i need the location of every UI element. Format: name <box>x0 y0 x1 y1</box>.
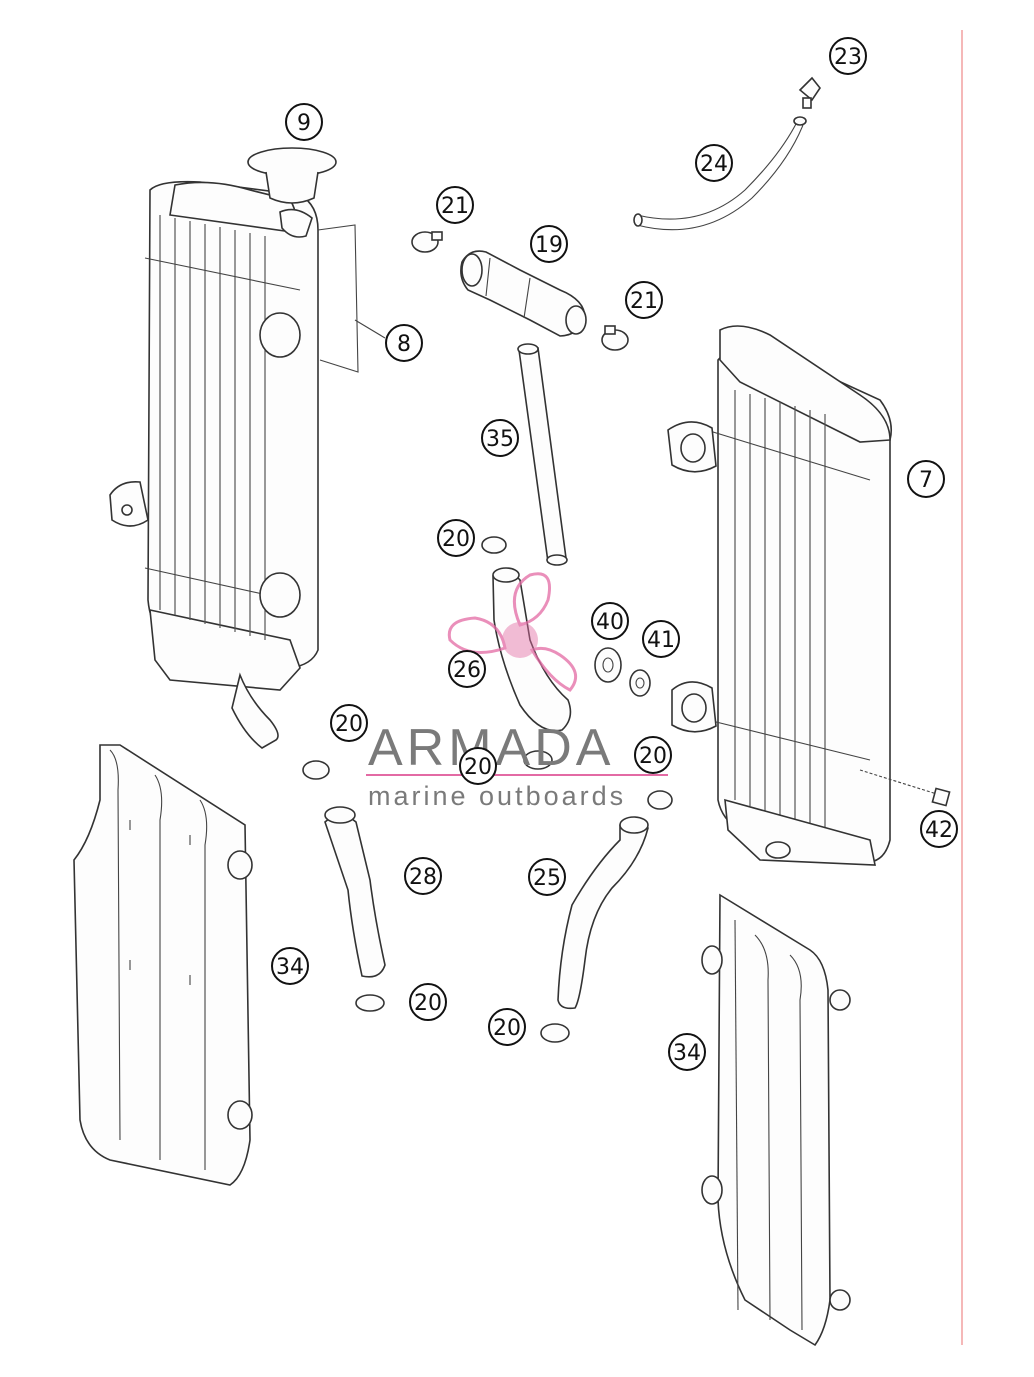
callout-40: 40 <box>591 602 629 640</box>
radiator-left-fins <box>159 215 266 640</box>
callout-26: 26 <box>448 650 486 688</box>
radiator-guard-right <box>701 893 851 1347</box>
svg-text:40: 40 <box>596 610 624 635</box>
radiator-right <box>667 325 893 866</box>
thermostat-housing <box>460 250 587 337</box>
callout-28: 28 <box>404 857 442 895</box>
hose-clamp <box>540 1023 570 1043</box>
callout-20: 20 <box>437 519 475 557</box>
radiator-left <box>109 180 386 749</box>
coolant-pipe <box>517 343 568 566</box>
watermark-subtitle: marine outboards <box>368 781 626 811</box>
hose-clamp <box>601 325 629 351</box>
svg-text:34: 34 <box>673 1041 701 1066</box>
callout-20: 20 <box>330 704 368 742</box>
svg-text:7: 7 <box>919 468 933 493</box>
svg-text:20: 20 <box>464 755 492 780</box>
svg-text:20: 20 <box>639 744 667 769</box>
hose-clamp <box>647 790 673 810</box>
propeller-logo-icon <box>447 572 578 692</box>
svg-text:25: 25 <box>533 866 561 891</box>
radiator-right-fins <box>734 390 826 834</box>
callout-34: 34 <box>271 947 309 985</box>
hose-fitting <box>798 76 821 109</box>
callout-19: 19 <box>530 225 568 263</box>
callout-9: 9 <box>285 103 323 141</box>
callout-24: 24 <box>695 144 733 182</box>
hose-clamp <box>523 750 553 770</box>
svg-text:19: 19 <box>535 233 563 258</box>
hose-clamp <box>481 536 507 554</box>
svg-text:21: 21 <box>441 194 469 219</box>
svg-text:42: 42 <box>925 818 953 843</box>
callout-34: 34 <box>668 1033 706 1071</box>
callout-20: 20 <box>634 736 672 774</box>
svg-text:8: 8 <box>397 332 411 357</box>
svg-text:34: 34 <box>276 955 304 980</box>
coolant-hose <box>324 806 386 978</box>
svg-text:23: 23 <box>834 45 862 70</box>
svg-text:20: 20 <box>414 991 442 1016</box>
callout-20: 20 <box>459 747 497 785</box>
callout-35: 35 <box>481 419 519 457</box>
callout-7: 7 <box>907 460 945 498</box>
callout-20: 20 <box>488 1008 526 1046</box>
callout-21: 21 <box>436 186 474 224</box>
svg-text:9: 9 <box>297 111 311 136</box>
callout-8: 8 <box>385 324 423 362</box>
hose-clamp <box>302 760 330 780</box>
callout-23: 23 <box>829 37 867 75</box>
rubber-grommet <box>594 647 622 683</box>
callout-25: 25 <box>528 858 566 896</box>
svg-text:21: 21 <box>630 289 658 314</box>
svg-text:24: 24 <box>700 152 728 177</box>
callout-21: 21 <box>625 281 663 319</box>
coolant-hose <box>557 816 649 1010</box>
breather-hose <box>633 116 807 231</box>
radiator-guard-left <box>73 744 253 1186</box>
svg-text:41: 41 <box>647 628 675 653</box>
callout-41: 41 <box>642 620 680 658</box>
svg-text:20: 20 <box>335 712 363 737</box>
callout-20: 20 <box>409 983 447 1021</box>
svg-text:28: 28 <box>409 865 437 890</box>
washer <box>629 669 651 697</box>
mounting-bolt <box>859 769 951 807</box>
radiator-cap <box>247 147 337 238</box>
svg-text:26: 26 <box>453 658 481 683</box>
hose-clamp <box>411 231 443 253</box>
svg-text:20: 20 <box>493 1016 521 1041</box>
svg-text:20: 20 <box>442 527 470 552</box>
hose-clamp <box>355 994 385 1012</box>
svg-text:35: 35 <box>486 427 514 452</box>
callout-42: 42 <box>920 810 958 848</box>
